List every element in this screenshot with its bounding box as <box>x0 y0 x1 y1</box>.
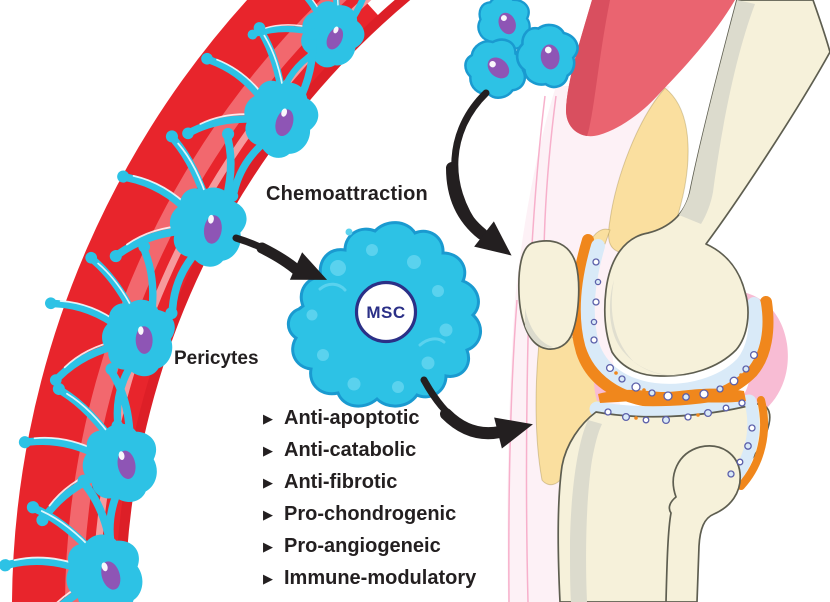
arrow-chemoattraction <box>446 89 512 256</box>
arrow-pericyte-to-msc <box>232 234 328 280</box>
msc-function-label: Anti-apoptotic <box>284 406 420 429</box>
msc-function-item: ▶ Anti-apoptotic <box>263 402 476 434</box>
msc-function-list: ▶ Anti-apoptotic ▶ Anti-catabolic ▶ Anti… <box>263 402 476 594</box>
msc-function-label: Immune-modulatory <box>284 566 477 589</box>
triangle-bullet-icon: ▶ <box>263 538 273 554</box>
knee-joint-group <box>507 0 830 602</box>
synovial-wrap-orange <box>737 396 768 490</box>
synovial-fluid-cells <box>590 258 759 478</box>
msc-cytoplasm-spots <box>306 228 453 393</box>
arrow-msc-to-joint <box>420 376 533 449</box>
tendon-line <box>525 95 546 602</box>
msc-function-label: Pro-chondrogenic <box>284 502 457 525</box>
msc-function-item: ▶ Anti-fibrotic <box>263 466 476 498</box>
patella-bone <box>517 240 580 350</box>
chemoattraction-label: Chemoattraction <box>266 183 428 205</box>
triangle-bullet-icon: ▶ <box>263 506 273 522</box>
triangle-bullet-icon: ▶ <box>263 474 273 490</box>
msc-function-item: ▶ Immune-modulatory <box>263 562 476 594</box>
tibia-shading <box>570 420 602 602</box>
quadriceps-muscle-shade <box>566 0 610 136</box>
msc-cell <box>287 221 483 408</box>
arrows <box>232 89 533 449</box>
triangle-bullet-icon: ▶ <box>263 410 273 426</box>
patella-shading <box>525 308 553 348</box>
msc-function-item: ▶ Pro-chondrogenic <box>263 498 476 530</box>
msc-function-label: Anti-catabolic <box>284 438 417 461</box>
msc-nucleus-ring <box>354 280 418 344</box>
msc-label: MSC <box>366 303 406 322</box>
triangle-bullet-icon: ▶ <box>263 442 273 458</box>
triangle-bullet-icon: ▶ <box>263 570 273 586</box>
msc-function-label: Anti-fibrotic <box>284 470 398 493</box>
fibula-bone <box>665 445 741 602</box>
msc-function-label: Pro-angiogeneic <box>284 534 441 557</box>
quadriceps-muscle <box>566 0 735 137</box>
synovial-fluid-tibial <box>589 394 757 422</box>
vessel-stripe <box>65 0 347 602</box>
tendon-line <box>543 95 557 251</box>
femur-shaft-shading <box>679 0 755 224</box>
pericytes-label: Pericytes <box>174 348 259 369</box>
msc-function-item: ▶ Anti-catabolic <box>263 434 476 466</box>
msc-function-item: ▶ Pro-angiogeneic <box>263 530 476 562</box>
